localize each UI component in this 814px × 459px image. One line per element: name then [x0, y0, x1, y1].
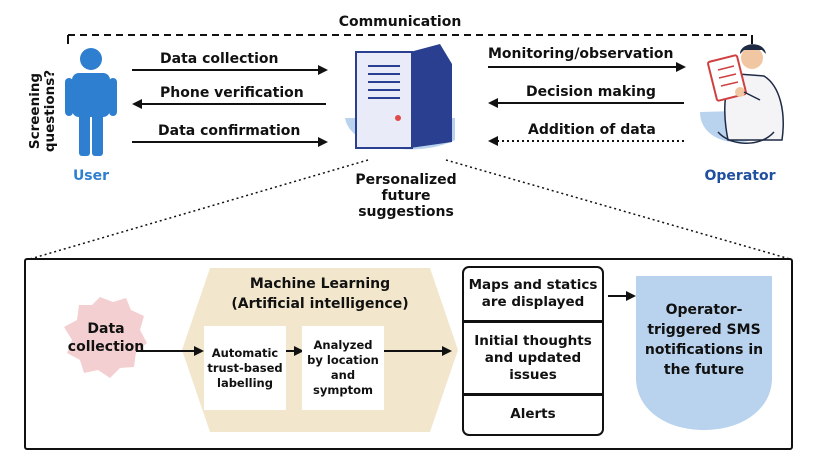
data-collection-line-1: Data	[87, 321, 125, 337]
server-caption-line-3: suggestions	[358, 204, 454, 220]
arrow-label-data-confirmation: Data confirmation	[158, 123, 301, 139]
data-collection-line-2: collection	[67, 339, 145, 355]
detail-arrows	[136, 291, 636, 356]
analyzed-line-3: and	[330, 368, 356, 382]
sms-line-4: the future	[663, 362, 745, 378]
output-thoughts-line-2: and updated	[484, 349, 582, 366]
data-collection-blob	[64, 297, 147, 378]
screening-questions-label: Screening questions?	[27, 56, 58, 166]
analyzed-line-4: symptom	[313, 383, 373, 397]
sms-notifications-node: Operator- triggered SMS notifications in…	[640, 300, 768, 380]
outputs-stack: Maps and statics are displayed Initial t…	[462, 266, 604, 436]
output-thoughts-line-1: Initial thoughts	[474, 332, 592, 349]
operator-arrows	[488, 62, 686, 146]
analyzed-line-1: Analyzed	[313, 338, 373, 352]
output-maps-line-1: Maps and statics	[468, 277, 598, 293]
output-alerts: Alerts	[464, 396, 602, 433]
output-maps-line-2: are displayed	[481, 294, 585, 310]
screening-line-1: Screening	[27, 72, 43, 150]
sms-line-2: triggered SMS	[647, 322, 761, 338]
output-thoughts-line-3: issues	[509, 366, 557, 383]
ml-title-line-2: (Artificial intelligence)	[231, 296, 409, 312]
sms-bubble-shape	[636, 276, 772, 430]
server-caption-line-2: future	[381, 188, 431, 204]
server-caption-line-1: Personalized	[355, 172, 457, 188]
data-collection-node: Data collection	[58, 320, 154, 356]
analyzed-line-2: by location	[307, 353, 379, 367]
screening-line-2: questions?	[42, 69, 58, 153]
automatic-labelling-box: Automatic trust-based labelling	[204, 326, 286, 410]
arrow-label-data-collection: Data collection	[160, 51, 279, 67]
ml-title-line-1: Machine Learning	[249, 276, 391, 292]
ml-title: Machine Learning (Artificial intelligenc…	[208, 274, 432, 314]
arrow-label-phone-verification: Phone verification	[160, 85, 304, 101]
arrow-label-decision-making: Decision making	[526, 84, 656, 100]
sms-line-3: notifications in	[644, 342, 764, 358]
output-divider-2	[464, 393, 602, 396]
communication-label: Communication	[338, 14, 462, 30]
sms-line-1: Operator-	[665, 302, 743, 318]
output-alerts-label: Alerts	[510, 406, 556, 422]
analyzed-box: Analyzed by location and symptom	[302, 326, 384, 410]
server-icon	[345, 44, 455, 150]
user-arrows	[132, 65, 328, 147]
output-initial-thoughts: Initial thoughts and updated issues	[464, 323, 602, 393]
user-label: User	[72, 168, 110, 184]
operator-label: Operator	[704, 168, 776, 184]
detail-panel-frame	[24, 258, 793, 450]
server-caption: Personalized future suggestions	[346, 172, 466, 220]
communication-link	[67, 34, 753, 44]
auto-label-line-3: labelling	[217, 375, 273, 390]
output-divider-1	[464, 320, 602, 323]
zoom-lines	[29, 159, 791, 260]
output-maps: Maps and statics are displayed	[464, 268, 602, 320]
operator-icon	[700, 44, 784, 144]
auto-label-line-1: Automatic	[211, 345, 279, 360]
arrow-label-addition-of-data: Addition of data	[528, 122, 656, 138]
auto-label-line-2: trust-based	[207, 360, 283, 375]
user-person-icon	[65, 48, 117, 156]
arrow-label-monitoring: Monitoring/observation	[488, 46, 674, 62]
